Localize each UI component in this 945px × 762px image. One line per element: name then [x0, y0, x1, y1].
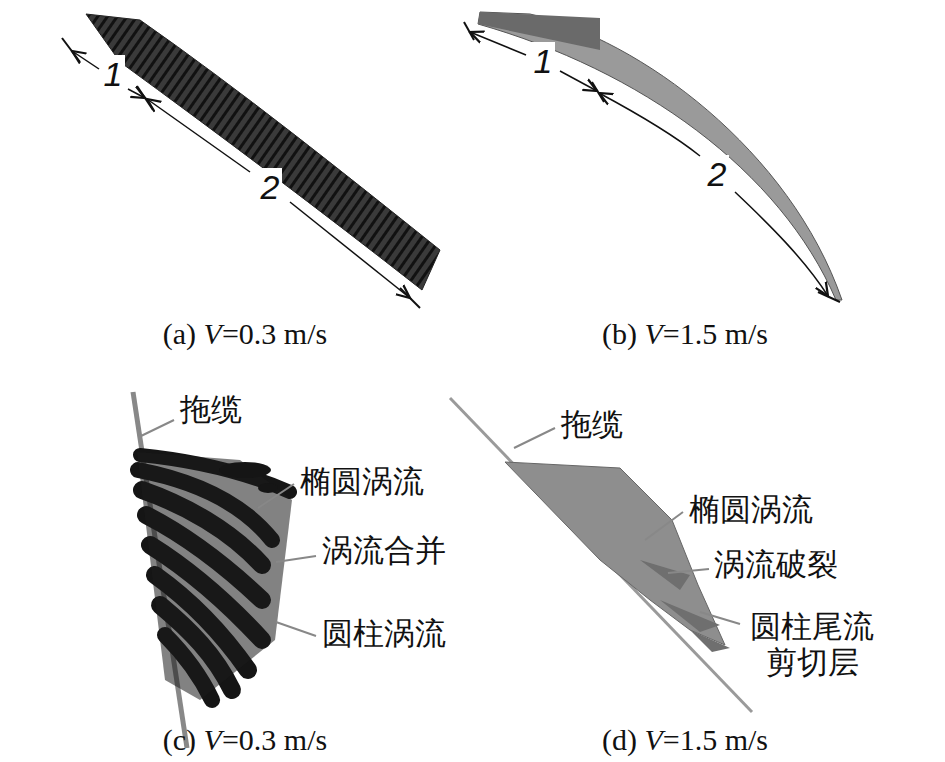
dimension-number: 2 [705, 155, 730, 194]
part-label: 涡流合并 [322, 533, 446, 569]
part-label: 椭圆涡流 [689, 492, 813, 528]
part-label: 拖缆 [180, 392, 242, 428]
panel-caption: (d) V=1.5 m/s [602, 723, 768, 758]
panel-caption: (c) V=0.3 m/s [163, 723, 327, 758]
dimension-number: 1 [531, 42, 556, 81]
panel-caption: (b) V=1.5 m/s [602, 317, 768, 352]
dimension-number: 2 [258, 168, 283, 207]
panel-caption: (a) V=0.3 m/s [163, 317, 327, 352]
part-label: 涡流破裂 [714, 547, 838, 583]
part-label: 圆柱尾流 剪切层 [744, 609, 880, 680]
dimension-number: 1 [101, 55, 126, 94]
part-label: 椭圆涡流 [300, 464, 424, 500]
part-label: 圆柱涡流 [322, 616, 446, 652]
part-label: 拖缆 [561, 407, 623, 443]
